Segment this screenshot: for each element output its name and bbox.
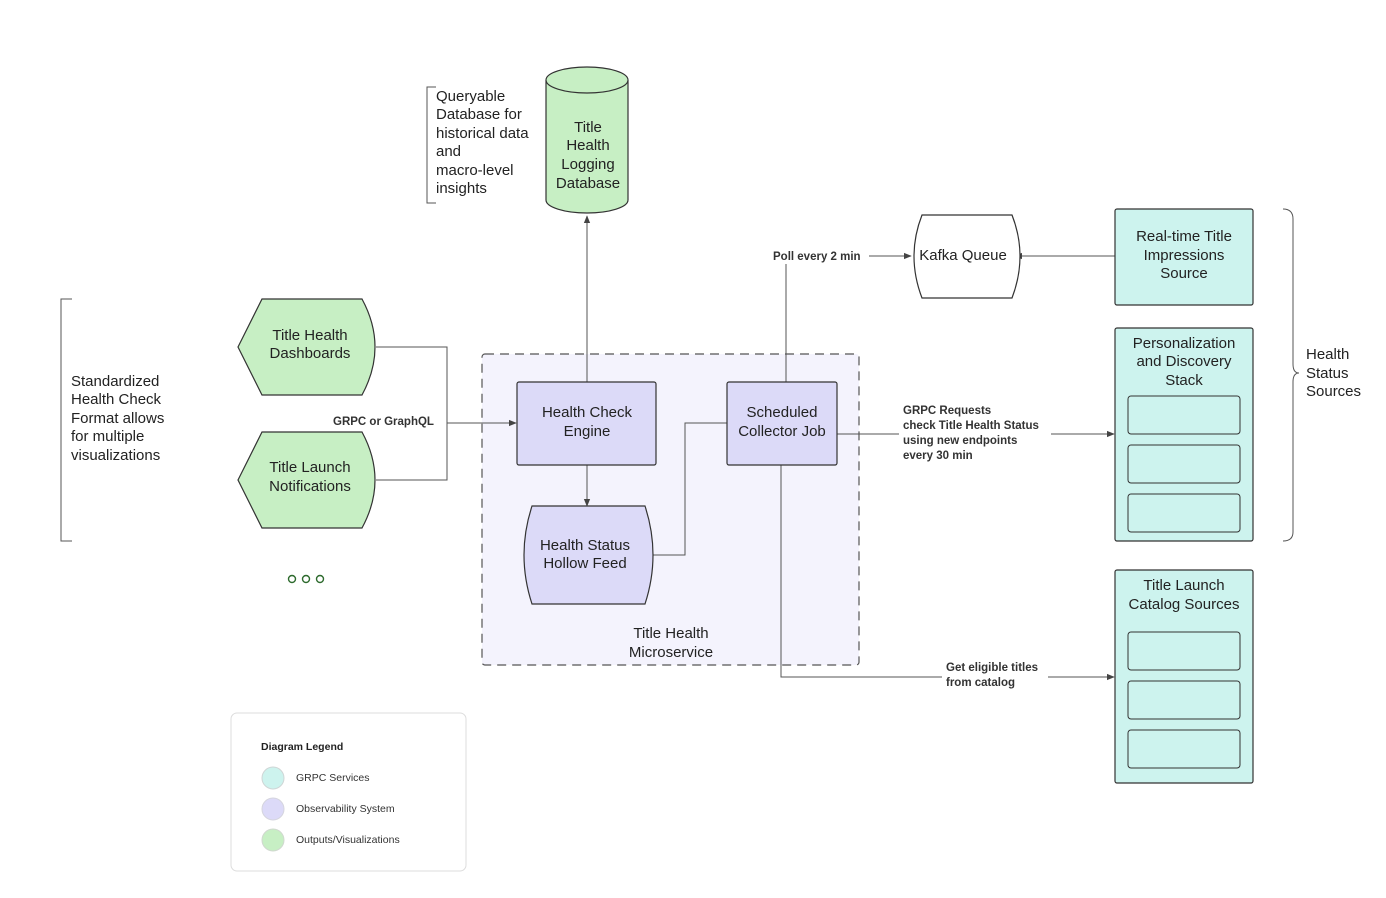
database-note-line: and — [436, 143, 461, 160]
health-sources-brace — [1282, 208, 1300, 542]
database-label-line: Title — [574, 119, 602, 136]
catalog-slot — [1127, 631, 1241, 671]
catalog-label-line: Catalog Sources — [1129, 596, 1240, 613]
grpc-requests-label-line: using new endpoints — [903, 435, 1017, 447]
legend-swatch-grpc — [261, 766, 285, 790]
grpc-graphql-label: GRPC or GraphQL — [333, 416, 434, 428]
engine-label-line: Engine — [564, 423, 611, 440]
health-status-sources-label: Health Status Sources — [1306, 346, 1361, 400]
poll-label: Poll every 2 min — [773, 251, 861, 263]
eligible-label: Get eligible titles from catalog — [946, 662, 1038, 689]
legend-swatch-outputs — [261, 828, 285, 852]
realtime-label-line: Impressions — [1144, 247, 1225, 264]
database-note-line: insights — [436, 180, 487, 197]
database-label-line: Database — [556, 175, 620, 192]
database-note-line: macro-level — [436, 162, 514, 179]
database-note-line: Queryable — [436, 88, 505, 105]
grpc-requests-label-bg — [899, 402, 1051, 462]
logging-database: Title Health Logging Database — [545, 66, 629, 214]
legend-label-outputs: Outputs/Visualizations — [296, 834, 400, 846]
collector-label-line: Scheduled — [747, 404, 818, 421]
personalization-slot — [1127, 493, 1241, 533]
standardized-note-line: Health Check — [71, 391, 162, 408]
personalization-slot — [1127, 395, 1241, 435]
dashboards-label-line: Title Health — [272, 327, 347, 344]
standardized-note-line: Standardized — [71, 373, 159, 390]
engine-label-line: Health Check — [542, 404, 633, 421]
health-sources-label-line: Health — [1306, 346, 1349, 363]
collector-to-feed-arrow — [644, 422, 727, 559]
personalization-slot — [1127, 444, 1241, 484]
catalog-slot — [1127, 680, 1241, 720]
microservice-label-line: Microservice — [629, 644, 713, 661]
kafka-queue: Kafka Queue — [913, 214, 1021, 299]
realtime-impressions-source: Real-time Title Impressions Source — [1114, 208, 1254, 306]
scheduled-collector-job: Scheduled Collector Job — [726, 381, 838, 466]
eligible-label-bg — [942, 659, 1048, 691]
diagram-legend: Diagram Legend GRPC Services Observabili… — [230, 712, 467, 872]
standardized-note-line: Format allows — [71, 410, 164, 427]
realtime-label-line: Source — [1160, 265, 1208, 282]
title-launch-catalog-sources: Title Launch Catalog Sources — [1114, 569, 1254, 784]
legend-label-observability: Observability System — [296, 803, 395, 815]
microservice-label: Title Health Microservice — [629, 625, 713, 661]
database-note-line: Database for — [436, 106, 522, 123]
catalog-slot — [1127, 729, 1241, 769]
personalization-label-line: and Discovery — [1136, 353, 1232, 370]
notifications-label-line: Notifications — [269, 478, 351, 495]
feed-label-line: Health Status — [540, 537, 630, 554]
outputs-bracket-line — [376, 346, 448, 481]
database-label-line: Health — [566, 137, 609, 154]
database-note-line: historical data — [436, 125, 529, 142]
legend-title: Diagram Legend — [261, 741, 343, 753]
grpc-requests-label-line: check Title Health Status — [903, 420, 1039, 432]
standardized-note-line: visualizations — [71, 447, 160, 464]
personalization-discovery-stack: Personalization and Discovery Stack — [1114, 327, 1254, 542]
standardized-note: Standardized Health Check Format allows … — [71, 373, 164, 464]
health-sources-label-line: Status — [1306, 365, 1349, 382]
poll-label-bg — [771, 247, 869, 264]
health-sources-label-line: Sources — [1306, 383, 1361, 400]
grpc-requests-label-line: GRPC Requests — [903, 405, 991, 417]
feed-label-line: Hollow Feed — [543, 555, 626, 572]
health-status-hollow-feed: Health Status Hollow Feed — [523, 505, 654, 605]
eligible-label-line: Get eligible titles — [946, 662, 1038, 674]
legend-label-grpc: GRPC Services — [296, 772, 370, 784]
realtime-label-line: Real-time Title — [1136, 228, 1232, 245]
grpc-requests-label-line: every 30 min — [903, 450, 973, 462]
notifications-label-line: Title Launch — [269, 459, 350, 476]
eligible-label-line: from catalog — [946, 677, 1015, 689]
more-outputs-dots — [287, 574, 325, 584]
database-label-line: Logging — [561, 156, 614, 173]
grpc-requests-label: GRPC Requests check Title Health Status … — [903, 405, 1039, 462]
collector-label-line: Collector Job — [738, 423, 826, 440]
database-note: Queryable Database for historical data a… — [436, 88, 529, 197]
standardized-note-bracket — [60, 298, 72, 542]
title-launch-notifications: Title Launch Notifications — [237, 431, 376, 529]
health-check-engine: Health Check Engine — [516, 381, 657, 466]
database-note-bracket — [426, 86, 436, 204]
grpc-graphql-label-bg — [331, 412, 443, 429]
personalization-label-line: Personalization — [1133, 335, 1236, 352]
standardized-note-line: for multiple — [71, 428, 144, 445]
catalog-label-line: Title Launch — [1143, 577, 1224, 594]
kafka-label: Kafka Queue — [919, 247, 1007, 264]
dashboards-label-line: Dashboards — [270, 345, 351, 362]
legend-swatch-observability — [261, 797, 285, 821]
microservice-label-line: Title Health — [633, 625, 708, 642]
personalization-label-line: Stack — [1165, 372, 1203, 389]
title-health-dashboards: Title Health Dashboards — [237, 298, 376, 396]
